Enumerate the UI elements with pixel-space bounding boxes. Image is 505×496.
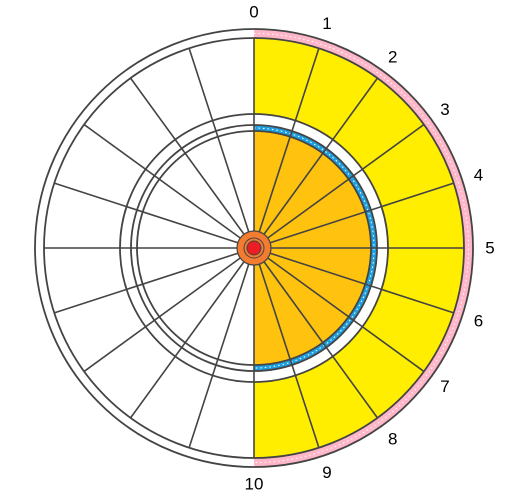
ring-outline [136,130,372,366]
inner-sector-fill [254,153,349,248]
ring-outline [119,113,389,383]
sector-divider [83,123,241,239]
sector-label-0: 0 [249,3,258,22]
inner-band-segment [322,148,354,180]
sector-divider [54,252,239,314]
outer-band-segment [377,371,432,426]
sector-divider [263,77,379,235]
outer-band-texture [253,33,469,463]
outer-band-segment [377,70,432,125]
outer-sector-fill [362,289,454,372]
sector-divider [267,123,425,239]
inner-band-segment [348,175,371,212]
sector-divider [258,263,320,448]
bullseye [236,230,272,266]
inner-sector-fill [254,248,323,360]
sector-label-9: 9 [322,463,331,482]
inner-band-texture [253,127,375,369]
ring-circles [34,28,474,468]
inner-bull [246,240,262,256]
inner-sector-fill [254,248,349,343]
sector-divider [269,182,454,244]
sector-label-10: 10 [245,475,264,494]
ring-outline [130,124,378,372]
outer-sector-fill [295,356,378,448]
outer-band-segment [423,119,463,184]
outer-sector-fill [254,38,319,121]
sector-divider [129,77,245,235]
sector-divider [188,263,250,448]
sector-divider [188,48,250,233]
sector-divider [54,182,239,244]
sector-divider [269,252,454,314]
sector-label-8: 8 [388,429,397,448]
inner-sector-fill [254,248,366,317]
outer-sector-fill [254,375,319,458]
sector-lines [44,38,464,458]
bull-ring [243,237,265,259]
sector-divider [267,257,425,373]
sector-label-4: 4 [474,166,483,185]
ring-outline [43,37,465,459]
sector-label-1: 1 [322,14,331,33]
outer-sector-fill [295,48,378,140]
sector-labels: 0 1 2 3 4 5 6 7 8 9 10 [245,3,495,494]
outer-band-segment [318,39,383,79]
sector-label-5: 5 [485,239,494,258]
sector-divider [258,48,320,233]
sector-label-2: 2 [388,48,397,67]
sector-divider [129,261,245,419]
sector-label-3: 3 [440,100,449,119]
outer-sector-fill [381,183,464,248]
inner-band-segment [322,316,354,348]
sector-divider [263,261,379,419]
outer-sector-fill [332,326,424,418]
sector-divider [83,257,241,373]
sector-label-7: 7 [440,377,449,396]
inner-sector-fill [254,179,366,248]
outer-sector-fill [362,124,454,207]
outer-sector-fill [332,78,424,170]
ring-outline [34,28,474,468]
sector-label-6: 6 [474,311,483,330]
inner-sector-fill [254,136,323,248]
inner-band-segment [290,342,327,365]
outer-sector-fill [381,248,464,313]
